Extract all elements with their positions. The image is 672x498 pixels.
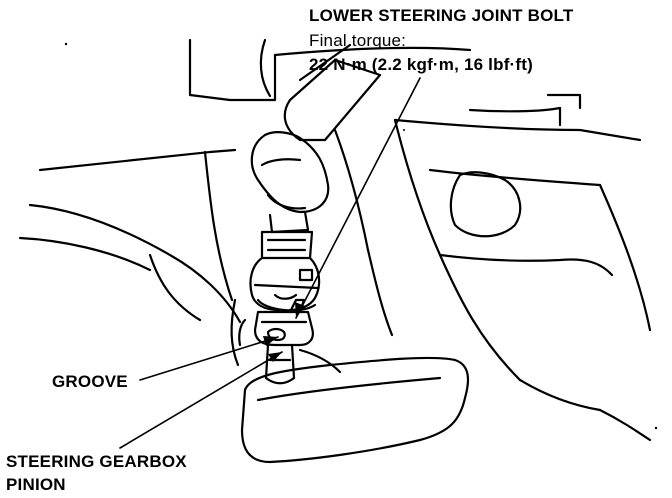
side-panels xyxy=(333,118,652,442)
groove-arrowhead xyxy=(263,336,278,346)
upper-joint xyxy=(250,131,330,234)
lower-joint xyxy=(249,230,321,312)
pinion-label-line1: STEERING GEARBOX xyxy=(6,452,187,471)
pinion-shaft xyxy=(264,343,342,385)
bolt-arrowhead xyxy=(295,302,305,318)
bolt-title: LOWER STEERING JOINT BOLT xyxy=(309,6,574,25)
torque-label: Final torque: xyxy=(309,31,407,50)
groove-leader xyxy=(139,336,279,381)
arrowheads xyxy=(263,302,305,362)
pinion-arrowhead xyxy=(268,352,282,362)
pedal-pad xyxy=(240,356,470,464)
torque-value: 22 N·m (2.2 kgf·m, 16 lbf·ft) xyxy=(309,55,533,74)
groove-label: GROOVE xyxy=(52,372,128,391)
floor-contours xyxy=(18,148,242,367)
pinion-leader xyxy=(119,351,283,449)
bolt-leader xyxy=(295,77,421,319)
specks xyxy=(64,42,658,430)
pinion-label-line2: PINION xyxy=(6,475,66,494)
leader-lines xyxy=(119,77,421,449)
steering-shaft xyxy=(283,43,382,142)
dash-panels xyxy=(188,38,582,127)
